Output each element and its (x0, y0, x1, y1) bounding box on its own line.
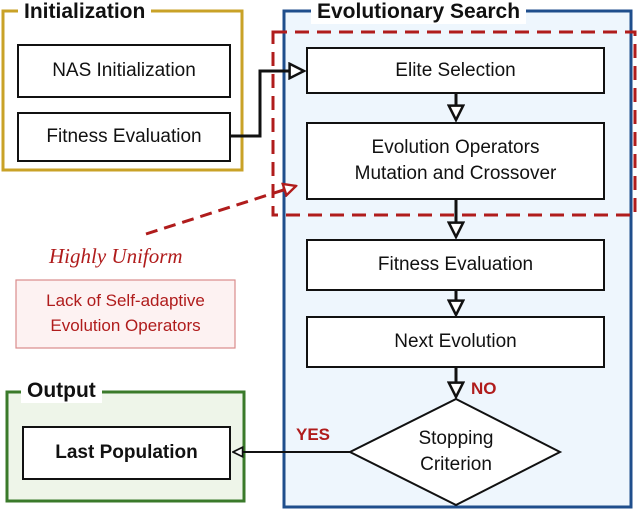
evolution-operators-line1: Evolution Operators (371, 137, 540, 159)
edge-init-to-elite (231, 71, 304, 138)
fitness-evaluation-node: Fitness Evaluation (306, 239, 605, 291)
last-population-node: Last Population (22, 426, 231, 480)
yes-label: YES (296, 425, 331, 444)
next-evolution-node: Next Evolution (306, 316, 605, 368)
stopping-criterion-diamond (347, 397, 563, 507)
evolution-operators-line2: Mutation and Crossover (354, 163, 557, 184)
evolution-operators-node: Evolution Operators Mutation and Crossov… (306, 122, 605, 200)
stopping-criterion-label: Stopping Criterion (376, 426, 536, 478)
no-label: NO (471, 379, 497, 398)
problem-box-text: Lack of Self-adaptive Evolution Operator… (16, 288, 235, 338)
evolutionary-search-title: Evolutionary Search (311, 0, 527, 24)
stopping-line2: Criterion (420, 454, 492, 475)
highly-uniform-label: Highly Uniform (49, 244, 183, 268)
problem-line2: Evolution Operators (50, 316, 201, 335)
highlight-region (271, 30, 637, 217)
problem-line1: Lack of Self-adaptive (46, 291, 205, 310)
fitness-evaluation-init-node: Fitness Evaluation (17, 112, 231, 162)
elite-selection-node: Elite Selection (306, 47, 605, 94)
problem-box-frame (15, 279, 236, 349)
initialization-title: Initialization (18, 0, 152, 24)
nas-initialization-node: NAS Initialization (17, 44, 231, 98)
stopping-line1: Stopping (418, 428, 494, 449)
output-title: Output (21, 379, 102, 403)
annotation-arrow (145, 186, 296, 236)
